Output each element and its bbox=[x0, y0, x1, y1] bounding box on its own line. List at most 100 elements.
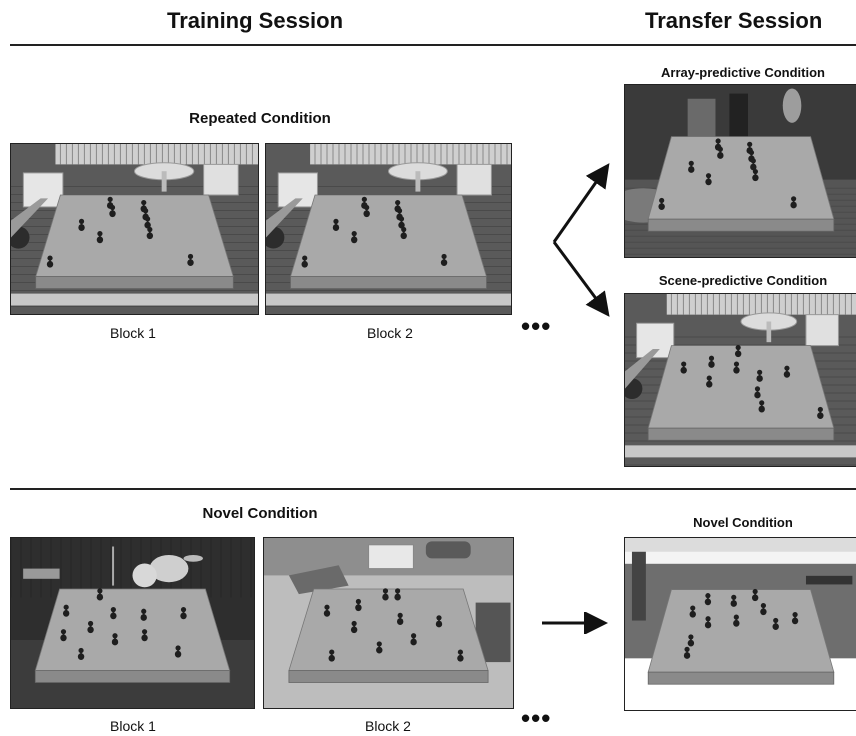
arrow-to-scene-predictive bbox=[552, 241, 610, 317]
transfer-session-header: Transfer Session bbox=[645, 8, 823, 33]
token-group bbox=[46, 196, 194, 268]
token bbox=[396, 612, 404, 625]
scene-illustration bbox=[11, 538, 254, 708]
token bbox=[110, 607, 117, 620]
token bbox=[756, 369, 763, 382]
token bbox=[174, 645, 182, 658]
novel-transfer-image bbox=[624, 537, 856, 711]
token bbox=[760, 602, 767, 616]
token bbox=[351, 231, 358, 244]
token bbox=[733, 361, 740, 374]
token bbox=[817, 406, 824, 420]
scene-predictive-image bbox=[624, 293, 856, 467]
token bbox=[398, 216, 405, 229]
token bbox=[77, 647, 85, 661]
repeated-condition-title: Repeated Condition bbox=[189, 110, 331, 127]
repeated-block2-image bbox=[265, 143, 512, 315]
token bbox=[791, 612, 799, 625]
token-group bbox=[323, 588, 464, 662]
scene-illustration bbox=[264, 538, 513, 708]
token bbox=[355, 598, 362, 612]
token bbox=[187, 253, 194, 267]
scene-illustration bbox=[11, 144, 258, 314]
novel-block2-label: Block 2 bbox=[365, 718, 411, 734]
scene-illustration bbox=[625, 294, 856, 466]
token bbox=[323, 604, 331, 617]
token bbox=[96, 231, 104, 244]
token bbox=[60, 629, 67, 642]
token bbox=[705, 173, 712, 186]
token bbox=[704, 616, 712, 629]
token bbox=[146, 226, 154, 240]
token bbox=[688, 160, 695, 173]
repeated-block2-label: Block 2 bbox=[367, 325, 413, 341]
token bbox=[658, 197, 665, 211]
token bbox=[754, 386, 761, 399]
token bbox=[109, 204, 116, 218]
token bbox=[400, 226, 407, 240]
token-group bbox=[680, 344, 824, 420]
token bbox=[683, 646, 691, 659]
token bbox=[704, 593, 712, 606]
token bbox=[734, 344, 742, 358]
token bbox=[62, 604, 70, 617]
token bbox=[332, 218, 340, 231]
token bbox=[750, 158, 757, 171]
token bbox=[96, 588, 104, 601]
token bbox=[382, 588, 389, 601]
novel-block1-image bbox=[10, 537, 255, 709]
token bbox=[680, 361, 687, 374]
repeated-block1-label: Block 1 bbox=[110, 325, 156, 341]
token bbox=[144, 216, 151, 229]
novel-block1-label: Block 1 bbox=[110, 718, 156, 734]
novel-training-title: Novel Condition bbox=[202, 505, 318, 522]
novel-transfer-title: Novel Condition bbox=[693, 515, 793, 530]
repeated-ellipsis: ••• bbox=[521, 311, 552, 341]
token bbox=[78, 218, 85, 231]
token bbox=[301, 255, 308, 268]
token bbox=[751, 588, 759, 602]
token bbox=[376, 641, 383, 654]
scene-illustration bbox=[625, 538, 856, 710]
token bbox=[410, 633, 417, 646]
token bbox=[689, 605, 696, 618]
token bbox=[140, 608, 147, 621]
token bbox=[87, 620, 94, 634]
branch-arrows bbox=[552, 163, 610, 317]
token bbox=[706, 375, 713, 388]
token bbox=[435, 615, 443, 628]
token-group bbox=[60, 588, 187, 661]
repeated-block1-image bbox=[10, 143, 259, 315]
arrow-to-array-predictive bbox=[552, 163, 610, 243]
scene-predictive-title: Scene-predictive Condition bbox=[658, 273, 828, 288]
novel-block2-image bbox=[263, 537, 514, 709]
section-divider bbox=[10, 488, 856, 490]
token-group bbox=[301, 196, 448, 268]
token bbox=[141, 629, 148, 642]
novel-ellipsis: ••• bbox=[521, 703, 552, 733]
token bbox=[350, 620, 358, 634]
token bbox=[687, 634, 695, 647]
token bbox=[752, 168, 759, 182]
scene-illustration bbox=[266, 144, 511, 314]
token-group bbox=[683, 588, 799, 659]
header-divider bbox=[10, 44, 856, 46]
array-predictive-image bbox=[624, 84, 856, 258]
token bbox=[394, 588, 401, 601]
token bbox=[111, 633, 119, 646]
token bbox=[457, 649, 464, 662]
token bbox=[46, 255, 54, 268]
token bbox=[363, 204, 370, 218]
token bbox=[717, 146, 724, 159]
token bbox=[708, 355, 715, 368]
scene-illustration bbox=[625, 85, 856, 257]
token bbox=[783, 365, 791, 378]
token bbox=[440, 253, 448, 267]
token bbox=[180, 607, 187, 620]
token bbox=[328, 649, 335, 662]
array-predictive-title: Array-predictive Condition bbox=[661, 65, 825, 80]
token bbox=[733, 614, 740, 627]
novel-arrow bbox=[542, 612, 608, 634]
training-session-header: Training Session bbox=[167, 8, 344, 33]
token bbox=[758, 400, 765, 413]
